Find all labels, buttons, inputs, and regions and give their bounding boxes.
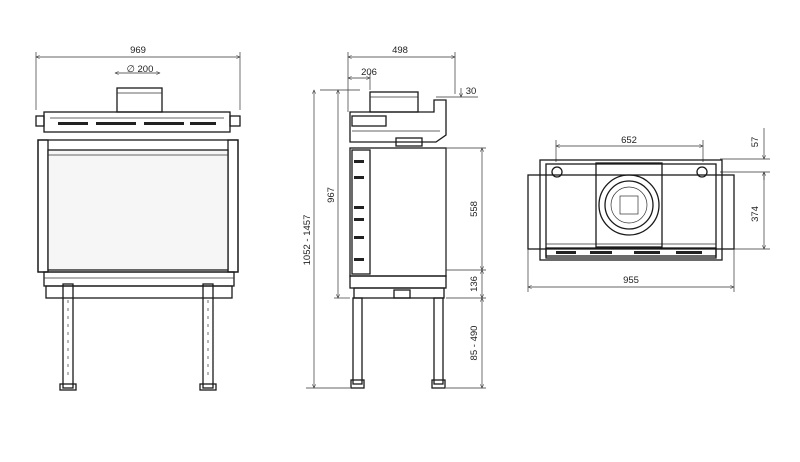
top-front-slots xyxy=(556,251,702,254)
top-fixing-right xyxy=(696,166,708,178)
top-depth-label: 374 xyxy=(750,206,761,222)
side-glass-height-label: 558 xyxy=(469,201,480,217)
top-fixing-left xyxy=(551,166,563,178)
top-front-strip xyxy=(545,247,717,259)
side-top-section xyxy=(349,99,447,143)
side-leg-rear xyxy=(352,297,363,385)
front-width-label: 969 xyxy=(130,45,146,56)
front-mount-ear-right xyxy=(229,115,241,127)
side-legs-label: 85 - 490 xyxy=(469,326,480,361)
side-flue-offset-label: 206 xyxy=(361,67,377,78)
front-leg-right xyxy=(202,283,214,389)
top-front-depth-label: 57 xyxy=(750,137,761,148)
front-mount-ear-left xyxy=(35,115,45,127)
top-view: 652 57 374 955 xyxy=(527,128,770,292)
side-body-height-label: 967 xyxy=(326,187,337,203)
side-rear-brackets xyxy=(354,160,364,261)
top-outer-frame xyxy=(527,174,735,250)
front-foot-right xyxy=(199,383,217,391)
flue-diameter-label: ∅ 200 xyxy=(127,64,154,75)
top-plate xyxy=(539,159,723,261)
side-base-label: 136 xyxy=(469,276,480,292)
side-body xyxy=(349,147,447,277)
top-overall-width-label: 955 xyxy=(623,275,639,286)
side-rear-panel xyxy=(351,149,371,275)
side-base xyxy=(349,275,447,289)
side-view: 498 206 30 1052 - 1457 967 xyxy=(302,45,486,389)
front-flue-collar xyxy=(116,87,163,113)
side-leg-front xyxy=(433,297,444,385)
front-foot-left xyxy=(59,383,77,391)
top-flue-plate xyxy=(595,162,663,248)
front-base-frame xyxy=(45,285,233,299)
side-overall-height-label: 1052 - 1457 xyxy=(302,215,313,266)
front-leg-left xyxy=(62,283,74,389)
front-side-left xyxy=(37,139,49,273)
front-view: 969 ∅ 200 xyxy=(35,45,241,391)
side-depth-label: 498 xyxy=(392,45,408,56)
top-flue-outer-ring xyxy=(598,174,660,236)
top-inner-width-label: 652 xyxy=(621,135,637,146)
top-flue-inner-ring xyxy=(604,180,654,230)
side-offset-label: 30 xyxy=(466,86,477,97)
side-flue-collar xyxy=(369,91,419,113)
front-side-right xyxy=(227,139,239,273)
front-glass xyxy=(47,149,229,271)
